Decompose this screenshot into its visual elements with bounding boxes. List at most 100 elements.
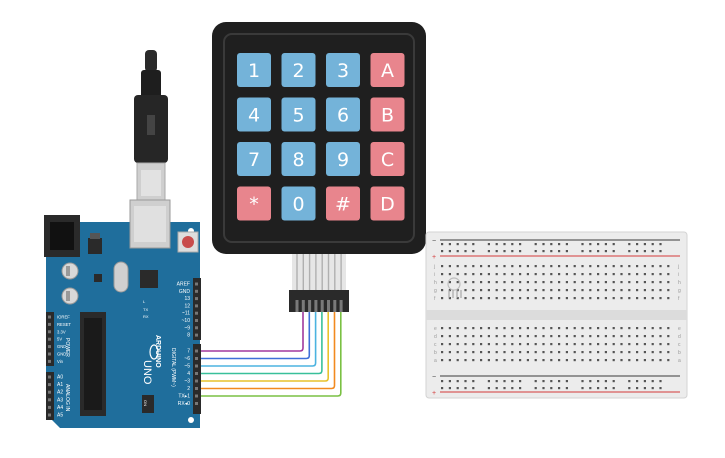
jumper-wires[interactable] [201,312,342,397]
key-0-button[interactable]: 0 [281,186,316,221]
row-letter: i [434,272,435,278]
pin-label: AREF [177,282,190,288]
pin-label: Vin [57,359,64,364]
analog-label: ANALOG IN [64,384,70,412]
row-letter: c [678,342,681,348]
wire-1[interactable] [201,312,304,352]
pin-label: GND [179,289,191,295]
row-letter: j [677,264,679,270]
pin-label: A3 [57,397,63,403]
key-1-button[interactable]: 1 [237,53,271,87]
row-letter: f [678,296,680,302]
key-5-button[interactable]: 5 [281,97,316,132]
on-label: ON [143,400,148,406]
pin-label: 13 [184,296,190,302]
keypad-ribbon-cable [292,254,346,290]
key-label: 8 [292,149,304,171]
header-digital [193,344,201,414]
pin-label: ~9 [184,325,190,331]
pin-label: 2 [187,386,190,392]
key-hash-button[interactable]: # [326,186,360,221]
key-label: A [381,60,394,82]
key-label: 5 [292,105,304,127]
row-letter: f [434,296,436,302]
key-c-button[interactable]: C [370,142,405,176]
wire-3[interactable] [201,312,317,367]
row-letter: g [434,288,437,294]
reset-button[interactable] [177,231,199,253]
row-letter: i [678,272,679,278]
key-9-button[interactable]: 9 [326,142,360,176]
row-letter: b [434,350,437,356]
wire-2[interactable] [201,312,311,360]
key-6-button[interactable]: 6 [326,97,360,132]
key-2-button[interactable]: 2 [281,53,316,87]
key-label: 9 [337,149,349,171]
arduino-uno-board[interactable]: ARDUINO UNO DIGITAL (PWM~) POWER ANALOG … [44,199,201,428]
row-letter: c [434,342,437,348]
row-letter: j [433,264,435,270]
usb-cable[interactable] [134,50,168,202]
pin-label: GND [57,352,66,357]
l-led-label: L [143,299,146,304]
rx-led-label: RX [143,314,149,319]
pin-label: ~3 [184,379,190,385]
pin-label: GND [57,344,66,349]
pin-label: 8 [187,333,190,339]
key-4-button[interactable]: 4 [237,97,271,132]
key-7-button[interactable]: 7 [237,142,271,176]
pin-label: RX◂0 [178,401,190,407]
key-label: 3 [337,60,349,82]
digital-header-label: DIGITAL (PWM~) [170,348,176,387]
key-label: 1 [248,60,260,82]
key-8-button[interactable]: 8 [281,142,316,176]
key-label: 4 [248,105,260,127]
pin-label: 5V [57,337,62,342]
key-label: C [381,149,394,171]
key-d-button[interactable]: D [370,186,405,221]
pin-label: 12 [184,303,190,309]
pin-label: A4 [57,405,63,411]
row-letter: a [678,358,681,364]
wire-4[interactable] [201,312,323,375]
key-a-button[interactable]: A [370,53,405,87]
key-label: 0 [292,194,304,216]
pin-label: A2 [57,390,63,396]
breadboard-holes[interactable] [441,243,670,390]
header-pins [48,282,198,417]
pin-label: ~11 [182,311,190,317]
row-letter: d [678,334,681,340]
rail-minus-label-bottom: − [432,374,436,381]
wire-6[interactable] [201,312,336,390]
rgb-led[interactable] [447,277,462,298]
wire-7[interactable] [201,312,342,397]
rail-minus-label: − [432,238,436,245]
row-letter: e [678,326,681,332]
pin-label: TX▸1 [178,394,190,400]
pin-label: A1 [57,382,63,388]
pin-label: ~6 [184,356,190,362]
pin-label: ~5 [184,364,190,370]
pin-label: A0 [57,375,63,381]
row-letter: g [678,288,681,294]
pin-label: IOREF [57,315,70,320]
key-3-button[interactable]: 3 [326,53,360,87]
pin-label: A5 [57,413,63,419]
key-label: 2 [292,60,304,82]
power-label: POWER [64,338,70,357]
tx-led-label: TX [143,307,148,312]
key-label: * [249,194,259,216]
wire-5[interactable] [201,312,329,382]
pin-label: ~10 [182,318,191,324]
key-b-button[interactable]: B [370,97,405,132]
row-letter: e [434,326,437,332]
key-star-button[interactable]: * [237,186,271,221]
